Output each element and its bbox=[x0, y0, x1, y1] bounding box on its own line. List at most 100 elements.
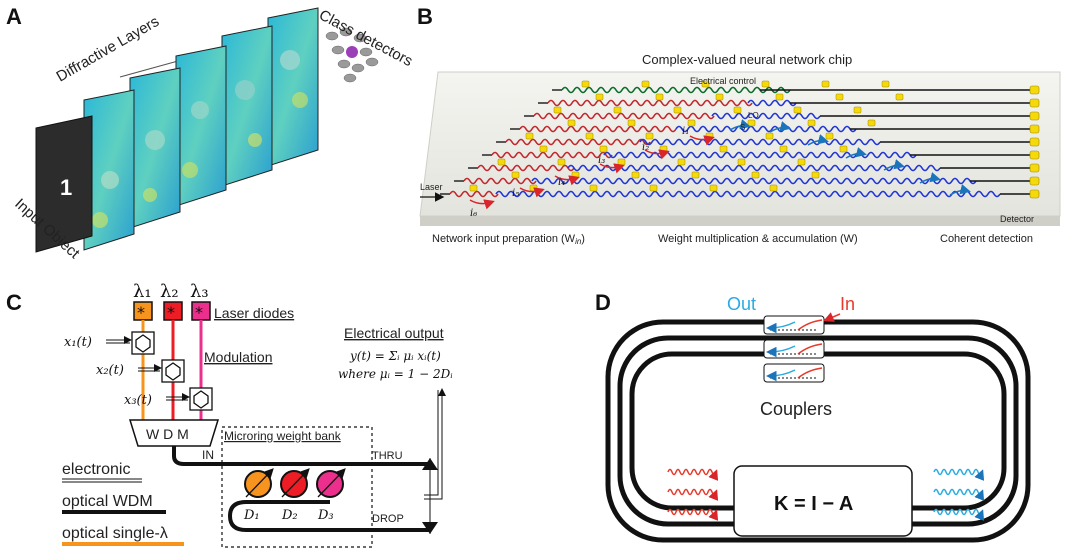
legend-optical-single: optical single-λ bbox=[62, 525, 168, 542]
electrical-inputs bbox=[106, 336, 190, 401]
input-object-plate: 1 bbox=[35, 115, 93, 253]
panel-c: C λ₁ λ₂ λ₃ * * * Laser diodes bbox=[6, 281, 453, 548]
phase-heater bbox=[581, 80, 590, 88]
label-couplers: Couplers bbox=[760, 399, 832, 419]
legend-optical-wdm: optical WDM bbox=[62, 493, 153, 510]
chip-detector bbox=[1029, 176, 1040, 186]
label-x1: x₁(t) bbox=[64, 335, 92, 350]
waveguide-input bbox=[449, 190, 499, 198]
label-laser: Laser bbox=[420, 182, 443, 192]
chip-title: Complex-valued neural network chip bbox=[642, 52, 852, 67]
phase-heater bbox=[645, 132, 654, 140]
microring-2 bbox=[280, 468, 310, 498]
label-lambda2: λ₂ bbox=[160, 281, 179, 302]
phase-heater bbox=[821, 80, 830, 88]
laser-diode-1: * bbox=[133, 301, 153, 322]
waveguide-control bbox=[561, 86, 791, 94]
phase-heater bbox=[769, 184, 778, 192]
panel-letter-a: A bbox=[6, 4, 22, 29]
red-wave-signals bbox=[667, 468, 719, 521]
label-x3: x₃(t) bbox=[124, 393, 152, 408]
phase-heater bbox=[567, 119, 576, 127]
label-detector: Detector bbox=[1000, 214, 1034, 224]
waveguide-weight bbox=[747, 99, 797, 107]
class-detectors-cluster bbox=[325, 27, 379, 83]
label-i4: i₄ bbox=[558, 177, 565, 188]
waveguide-input bbox=[477, 164, 575, 172]
label-x2: x₂(t) bbox=[96, 363, 124, 378]
caption-network-input: Network input preparation (Win) bbox=[432, 233, 585, 246]
matrix-box bbox=[733, 465, 913, 537]
phase-heater bbox=[673, 106, 682, 114]
phase-heater bbox=[641, 80, 650, 88]
waveguide-input bbox=[547, 99, 753, 107]
phase-heater bbox=[779, 145, 788, 153]
phase-heater bbox=[761, 80, 770, 88]
phase-heater bbox=[775, 93, 784, 101]
phase-heater bbox=[737, 158, 746, 166]
wdm-bus bbox=[172, 446, 430, 466]
phase-heater bbox=[687, 119, 696, 127]
diffractive-layer-2 bbox=[129, 67, 181, 229]
phase-heater bbox=[765, 132, 774, 140]
blue-wave bbox=[933, 468, 985, 481]
label-drop: DROP bbox=[372, 513, 404, 525]
svg-text:*: * bbox=[137, 303, 145, 322]
wdm-mux bbox=[128, 419, 220, 447]
label-electrical-output: Electrical output bbox=[344, 325, 444, 341]
red-wave bbox=[667, 508, 719, 521]
phase-heater bbox=[677, 158, 686, 166]
chip-detector bbox=[1029, 124, 1040, 134]
chip-detector bbox=[1029, 111, 1040, 121]
panel-d: D K = I − A bbox=[595, 290, 1031, 543]
phase-heater bbox=[839, 145, 848, 153]
in-arrow bbox=[823, 312, 841, 322]
phase-heater bbox=[733, 106, 742, 114]
label-i1: i₁ bbox=[682, 126, 689, 137]
phase-heater bbox=[835, 93, 844, 101]
label-i3: i₃ bbox=[598, 155, 605, 166]
phase-heater bbox=[553, 106, 562, 114]
laser-diode-3: * bbox=[191, 301, 211, 322]
phase-heater bbox=[613, 106, 622, 114]
phase-heater bbox=[525, 132, 534, 140]
phase-heater bbox=[497, 158, 506, 166]
input-digit: 1 bbox=[60, 175, 72, 200]
blue-wave bbox=[933, 508, 985, 521]
phase-heater bbox=[571, 171, 580, 179]
panel-letter-d: D bbox=[595, 290, 611, 315]
phase-heater bbox=[655, 93, 664, 101]
phase-heater bbox=[589, 184, 598, 192]
caption-coherent-detection: Coherent detection bbox=[940, 233, 1033, 245]
label-thru: THRU bbox=[372, 450, 403, 462]
equation-weights: where μᵢ = 1 − 2Dᵢ bbox=[338, 367, 453, 381]
waveguide-input bbox=[463, 177, 537, 185]
phase-heater bbox=[811, 171, 820, 179]
phase-heater bbox=[807, 119, 816, 127]
caption-weight-multiplication: Weight multiplication & accumulation (W) bbox=[658, 233, 858, 245]
phase-heater bbox=[747, 119, 756, 127]
phase-heater bbox=[853, 106, 862, 114]
chip-detector bbox=[1029, 98, 1040, 108]
phase-heater bbox=[599, 145, 608, 153]
modulators bbox=[131, 331, 213, 411]
phase-heater bbox=[529, 184, 538, 192]
panel-letter-b: B bbox=[417, 4, 433, 29]
red-wave bbox=[667, 468, 719, 481]
label-in: IN bbox=[202, 448, 214, 462]
phase-heater bbox=[539, 145, 548, 153]
phase-heater bbox=[659, 145, 668, 153]
microring-3 bbox=[316, 468, 346, 498]
chip-edge bbox=[420, 216, 1060, 226]
chip-detector bbox=[1029, 189, 1040, 199]
label-i5: i₅ bbox=[512, 188, 519, 199]
waveguide-input bbox=[519, 125, 677, 133]
chip-detector bbox=[1029, 85, 1040, 95]
panel-letter-c: C bbox=[6, 290, 22, 315]
label-d1: D₁ bbox=[243, 508, 260, 523]
chip-heaters bbox=[469, 80, 904, 192]
label-laser-diodes: Laser diodes bbox=[214, 305, 294, 321]
label-wdm: W D M bbox=[146, 426, 189, 442]
phase-heater bbox=[825, 132, 834, 140]
label-lambda3: λ₃ bbox=[190, 281, 209, 302]
